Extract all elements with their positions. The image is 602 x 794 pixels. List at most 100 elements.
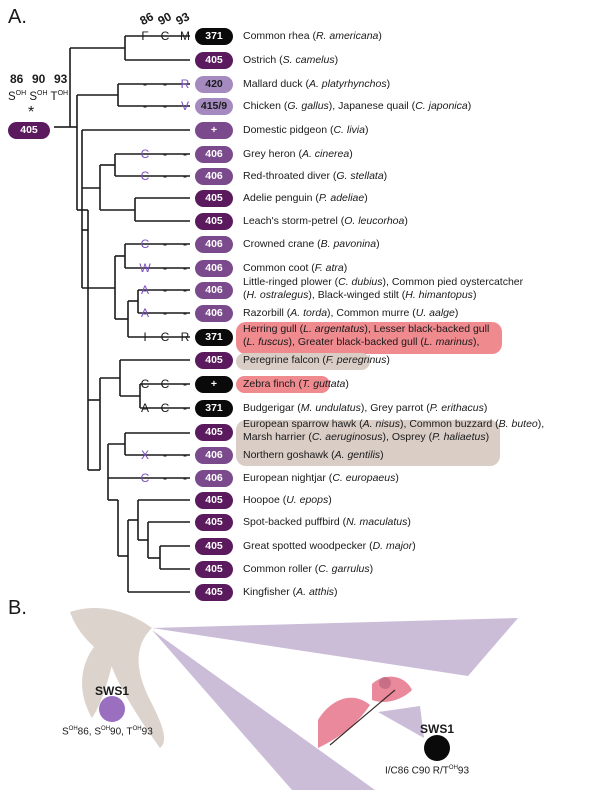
species-label: Razorbill (A. torda), Common murre (U. a… xyxy=(243,307,458,320)
site-residue: C xyxy=(140,377,150,391)
species-label-part: C. garrulus xyxy=(318,563,370,575)
species-label-part: T. guttata xyxy=(301,378,346,390)
species-label-part: Ostrich ( xyxy=(243,54,283,66)
site-residue: - xyxy=(163,306,167,320)
species-label-part: ) xyxy=(485,430,490,443)
species-label-part: N. maculatus xyxy=(346,516,408,528)
sws1-violet-circle xyxy=(99,696,125,722)
panel-b-label: B. xyxy=(8,597,27,619)
species-label-part: ), Common pied oystercatcher xyxy=(382,276,524,288)
species-label-part: ) xyxy=(369,563,374,575)
sensitivity-pill: 406 xyxy=(195,168,233,185)
site-residue: R xyxy=(180,77,190,91)
species-label-part: ), Osprey ( xyxy=(382,430,433,443)
species-label: Grey heron (A. cinerea) xyxy=(243,148,353,161)
superscript-2: OH xyxy=(37,90,48,97)
site-residue: - xyxy=(183,283,187,297)
species-label-part: A. platyrhynchos xyxy=(308,78,387,90)
species-label-part: ), xyxy=(537,418,545,430)
species-label-part: Grey heron ( xyxy=(243,148,302,160)
site-residue: R xyxy=(180,330,190,344)
site-residue: C xyxy=(140,169,150,183)
species-label-part: ), Grey parrot ( xyxy=(360,402,430,414)
species-label-part: R. americana xyxy=(315,30,379,42)
site-residue: - xyxy=(163,147,167,161)
species-label-part: Peregrine falcon ( xyxy=(243,354,326,366)
species-label-part: ) xyxy=(395,472,399,484)
species-label-part: European nightjar ( xyxy=(243,472,333,484)
site-residue: C xyxy=(160,377,170,391)
site-residue: C xyxy=(160,29,170,43)
sensitivity-pill: 406 xyxy=(195,470,233,487)
ancestral-header-93: 93 xyxy=(54,72,68,86)
species-label: Spot-backed puffbird (N. maculatus) xyxy=(243,516,411,529)
species-label-part: L. fuscus xyxy=(246,335,289,348)
species-label-part: A. cinerea xyxy=(301,148,350,160)
species-label-part: ) xyxy=(343,262,348,274)
species-label-part: ) xyxy=(328,494,332,506)
site-residue: - xyxy=(183,169,187,183)
finch-highlight xyxy=(236,376,330,393)
sensitivity-pill: 405 xyxy=(195,584,233,601)
sensitivity-pill: 405 xyxy=(195,514,233,531)
sensitivity-pill: 415/9 xyxy=(195,98,233,115)
species-label-part: ) xyxy=(349,148,353,160)
sensitivity-pill: 406 xyxy=(195,260,233,277)
species-label-part: Marsh harrier ( xyxy=(243,430,312,443)
sensitivity-pill: 406 xyxy=(195,447,233,464)
species-label-part: P. erithacus xyxy=(429,402,484,414)
site-residue: - xyxy=(183,147,187,161)
species-label-part: ), Black-winged stilt ( xyxy=(308,288,406,301)
site-residue: - xyxy=(163,237,167,251)
species-label-part: ) xyxy=(334,54,339,66)
site-residue: W xyxy=(139,261,151,275)
species-label-part: ) xyxy=(386,354,390,366)
site-residue: - xyxy=(183,377,187,391)
pink-bird-icon xyxy=(318,676,412,748)
tree-branches xyxy=(54,35,190,593)
ancestral-header-86: 86 xyxy=(10,72,24,86)
beam-to-finch xyxy=(378,706,424,738)
species-label-part: Crowned crane ( xyxy=(243,238,321,250)
species-label-part: ) xyxy=(376,238,380,250)
sensitivity-pill: 405 xyxy=(195,352,233,369)
species-label-part: ) xyxy=(345,378,349,390)
site-residue: - xyxy=(163,283,167,297)
site-residue: C xyxy=(140,471,150,485)
sws1-left-title: SWS1 xyxy=(95,684,130,698)
species-label-part: ), Lesser black-backed gull xyxy=(364,323,490,335)
species-label-part: Domestic pidgeon ( xyxy=(243,124,334,136)
site-residue: C xyxy=(160,401,170,415)
sensitivity-pill: 405 xyxy=(195,52,233,69)
site-residue: A xyxy=(140,401,149,415)
species-label-part: Adelie penguin ( xyxy=(243,192,319,204)
species-label-part: ) xyxy=(364,192,368,204)
site-residue: A xyxy=(140,306,149,320)
species-label-part: S. camelus xyxy=(282,54,335,66)
species-label: Adelie penguin (P. adeliae) xyxy=(243,192,368,205)
species-label: Red-throated diver (G. stellata) xyxy=(243,170,387,183)
panel-b-illustration xyxy=(70,607,518,790)
species-label: Common rhea (R. americana) xyxy=(243,30,382,43)
species-label: Leach's storm-petrel (O. leucorhoa) xyxy=(243,215,408,228)
sws1-right-caption: I/C86 C90 R/TOH93 xyxy=(385,765,470,777)
site-residue: M xyxy=(180,29,190,43)
species-label-part: ) xyxy=(454,307,459,319)
sensitivity-pill: 405 xyxy=(195,538,233,555)
species-label-part: Kingfisher ( xyxy=(243,586,297,598)
species-label-part: ( xyxy=(243,335,247,348)
site-residue: - xyxy=(163,261,167,275)
species-label: European nightjar (C. europaeus) xyxy=(243,472,399,485)
species-label-part: Northern goshawk ( xyxy=(243,449,335,461)
species-label: Common coot (F. atra) xyxy=(243,262,347,275)
species-label: Domestic pidgeon (C. livia) xyxy=(243,124,368,137)
sensitivity-pill: 371 xyxy=(195,329,233,346)
sensitivity-pill: 405 xyxy=(195,492,233,509)
species-label-part: H. ostralegus xyxy=(246,288,309,301)
species-label-part: C. japonica xyxy=(415,100,468,112)
site-residue: - xyxy=(163,169,167,183)
sws1-right-title: SWS1 xyxy=(420,722,455,736)
sensitivity-pill: 406 xyxy=(195,146,233,163)
species-label-part: ) xyxy=(383,170,388,182)
